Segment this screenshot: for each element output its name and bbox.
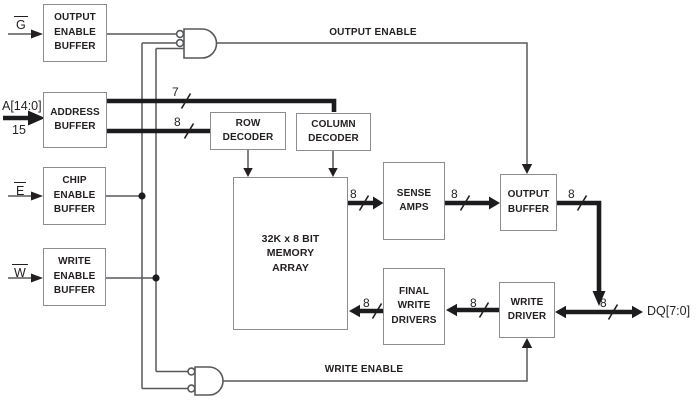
bus-width-dq: 8 bbox=[600, 296, 607, 310]
array-to-sense-arrowhead bbox=[373, 196, 384, 210]
buses bbox=[3, 98, 632, 315]
sense-to-output-arrowhead bbox=[489, 196, 500, 210]
bus-width-output-dq: 8 bbox=[568, 187, 575, 201]
write-driver-to-final-arrowhead bbox=[446, 303, 457, 317]
dq-label: DQ[7:0] bbox=[647, 304, 691, 318]
slash-output-dq bbox=[576, 195, 588, 211]
g-arrowhead bbox=[31, 29, 43, 39]
slash-row-8 bbox=[183, 123, 195, 139]
output-enable-net-label: OUTPUT ENABLE bbox=[329, 27, 417, 38]
we-gate-bubble-e bbox=[187, 384, 196, 393]
write-enable-buffer-block: WRITE ENABLE BUFFER bbox=[43, 248, 106, 306]
output-buffer-block: OUTPUT BUFFER bbox=[500, 174, 557, 231]
row-decoder-arrowhead bbox=[243, 168, 253, 177]
bus-width-wd-final: 8 bbox=[470, 296, 477, 310]
chip-enable-junction-dot bbox=[138, 192, 146, 200]
bus-width-sense-output: 8 bbox=[451, 187, 458, 201]
sense-amps-block: SENSE AMPS bbox=[383, 162, 445, 240]
slash-final-array bbox=[371, 303, 383, 319]
address-input-label: A[14:0] bbox=[2, 99, 42, 113]
bus-arrowheads bbox=[28, 110, 643, 319]
w-arrowhead bbox=[31, 273, 43, 283]
address-buffer-block: ADDRESS BUFFER bbox=[43, 92, 107, 148]
write-enable-and-gate bbox=[194, 366, 224, 396]
chip-enable-buffer-block: CHIP ENABLE BUFFER bbox=[43, 167, 106, 225]
slash-7 bbox=[180, 93, 192, 109]
write-enable-net-wire bbox=[223, 347, 528, 382]
address-width-label: 15 bbox=[12, 123, 26, 137]
slash-array-sense bbox=[358, 195, 370, 211]
final-write-drivers-block: FINAL WRITE DRIVERS bbox=[383, 268, 445, 345]
w-input-label: W bbox=[12, 264, 28, 280]
g-overline: G bbox=[14, 16, 28, 32]
e-input-label: E bbox=[14, 182, 27, 198]
write-enable-net-label: WRITE ENABLE bbox=[324, 364, 404, 375]
slash-dq bbox=[607, 304, 619, 320]
output-enable-net-wire bbox=[216, 42, 528, 165]
write-driver-block: WRITE DRIVER bbox=[499, 282, 555, 338]
output-enable-arrowhead bbox=[521, 164, 533, 174]
e-overline: E bbox=[14, 182, 27, 198]
slash-wd-final bbox=[478, 302, 490, 318]
output-to-dq-arrowhead bbox=[592, 291, 606, 306]
write-enable-junction-dot bbox=[152, 274, 160, 282]
e-arrowhead bbox=[31, 191, 43, 201]
slash-sense-output bbox=[459, 195, 471, 211]
row-decoder-block: ROW DECODER bbox=[210, 112, 286, 150]
bus-width-row-8: 8 bbox=[174, 115, 181, 129]
we-gate-bubble-w bbox=[187, 367, 196, 376]
oe-gate-bubble-e bbox=[175, 38, 185, 48]
bus-width-7: 7 bbox=[172, 85, 179, 99]
w-overline: W bbox=[12, 264, 28, 280]
column-address-bus bbox=[107, 98, 337, 112]
thin-arrowheads bbox=[31, 29, 533, 348]
oe-gate-bubble-g bbox=[175, 29, 185, 39]
output-buffer-to-dq-bus bbox=[557, 200, 602, 292]
memory-array-block: 32K x 8 BIT MEMORY ARRAY bbox=[233, 177, 348, 330]
bus-width-slashes bbox=[180, 93, 619, 320]
dq-left-arrowhead bbox=[555, 305, 566, 319]
g-input-label: G bbox=[14, 16, 28, 32]
output-enable-and-gate bbox=[183, 28, 218, 59]
final-to-array-arrowhead bbox=[349, 304, 360, 318]
column-decoder-arrowhead bbox=[328, 168, 338, 177]
address-input-arrowhead bbox=[28, 110, 45, 126]
write-enable-arrowhead bbox=[521, 338, 533, 348]
bus-width-array-sense: 8 bbox=[350, 187, 357, 201]
output-enable-buffer-block: OUTPUT ENABLE BUFFER bbox=[43, 4, 107, 62]
bus-width-final-array: 8 bbox=[363, 296, 370, 310]
column-decoder-block: COLUMN DECODER bbox=[296, 113, 371, 151]
gates bbox=[175, 28, 224, 396]
dq-right-arrowhead bbox=[632, 305, 643, 319]
